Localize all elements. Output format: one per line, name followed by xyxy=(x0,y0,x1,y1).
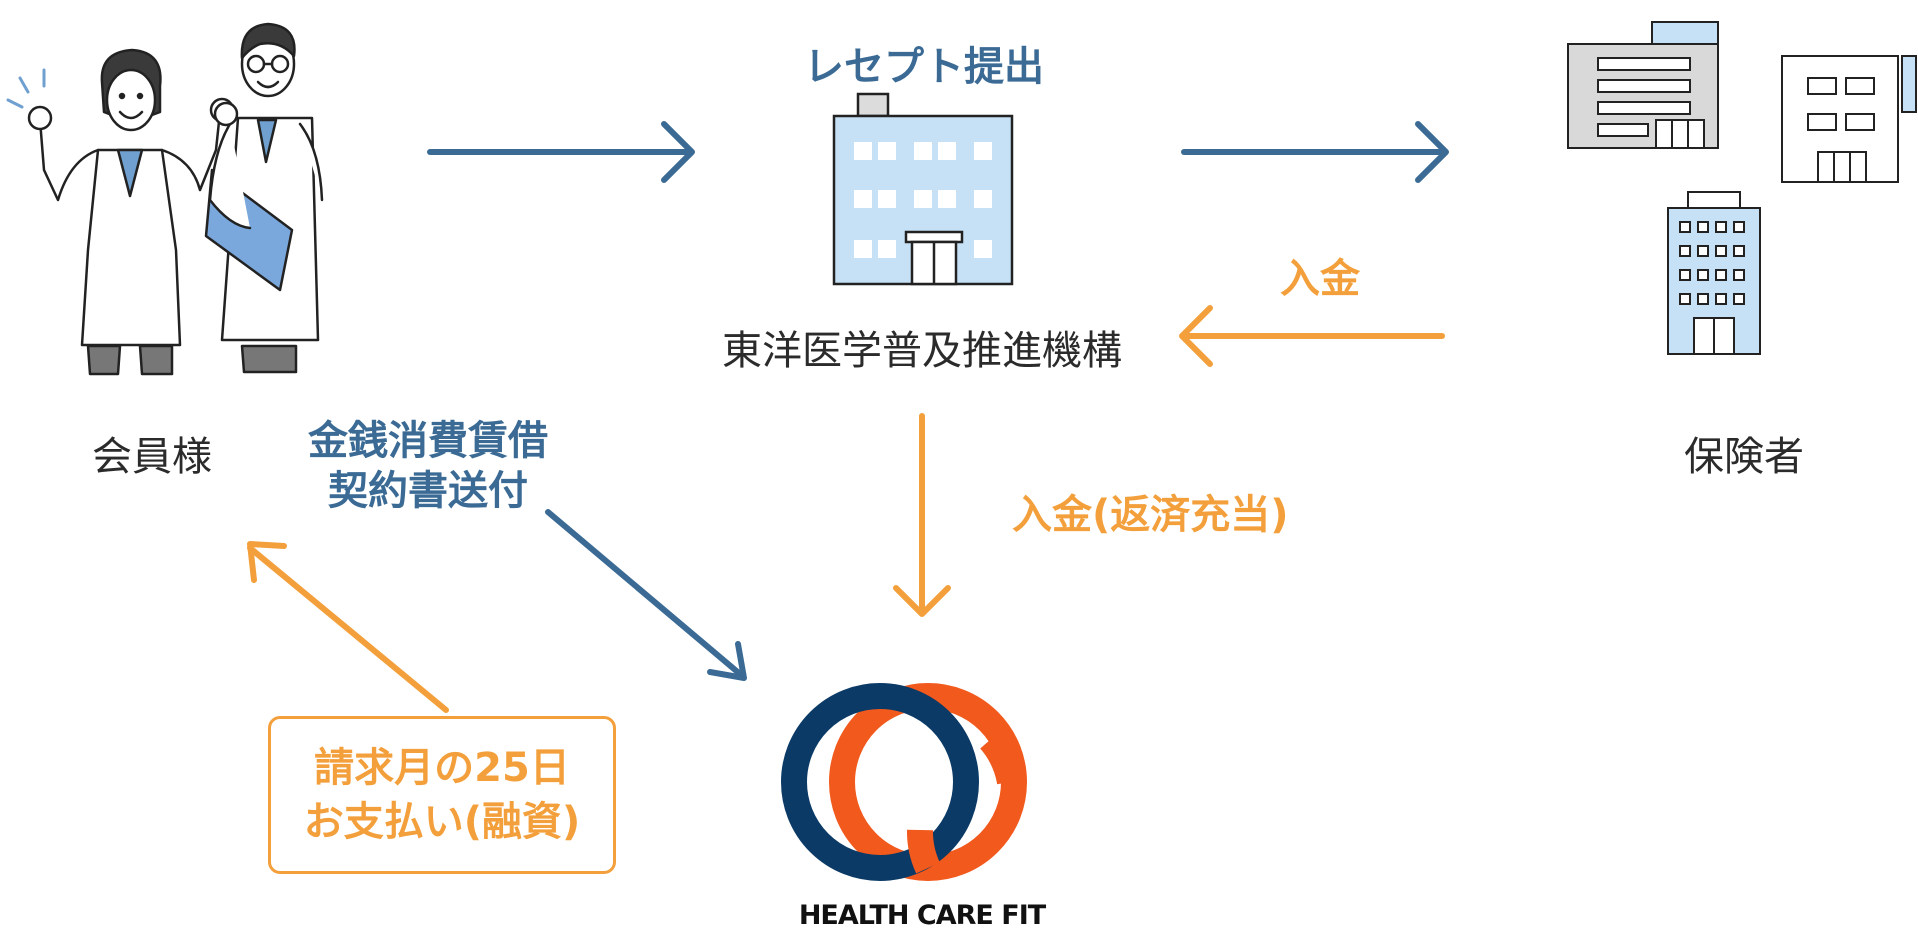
insurer-building-icon xyxy=(1567,21,1719,149)
insurer-building-icon xyxy=(1667,191,1761,355)
arrow-organization-to-insurers xyxy=(1181,121,1449,183)
lender-brand-name: HEALTH CARE FIT xyxy=(798,900,1046,931)
members-illustration xyxy=(6,22,324,376)
loan-payment-box: 請求月の25日 お支払い(融資) xyxy=(268,716,616,874)
contract-label-line1: 金銭消費賃借 xyxy=(308,418,548,464)
members-label: 会員様 xyxy=(92,434,212,480)
arrow-contract-to-lender xyxy=(545,509,747,681)
woman-doctor-icon xyxy=(27,48,235,376)
health-care-fit-logo-icon xyxy=(781,683,1027,881)
insurer-building-icon xyxy=(1781,55,1917,183)
arrow-organization-to-lender xyxy=(893,413,951,617)
arrow-members-to-organization xyxy=(427,121,695,183)
insurers-label: 保険者 xyxy=(1684,434,1804,480)
organization-label: 東洋医学普及推進機構 xyxy=(722,328,1122,374)
sparkle-icon xyxy=(6,68,46,109)
loan-label-line2: お支払い(融資) xyxy=(303,799,581,845)
arrow-insurers-to-organization xyxy=(1179,305,1445,367)
loan-label-line1: 請求月の25日 xyxy=(314,745,570,791)
organization-building-icon xyxy=(832,92,1014,286)
man-doctor-icon xyxy=(204,22,324,374)
payment-label: 入金 xyxy=(1280,256,1360,302)
arrow-loan-to-members xyxy=(247,541,449,713)
contract-label-line2: 契約書送付 xyxy=(328,468,528,514)
repayment-label: 入金(返済充当) xyxy=(1012,492,1289,538)
receipt-submission-label: レセプト提出 xyxy=(804,44,1044,90)
